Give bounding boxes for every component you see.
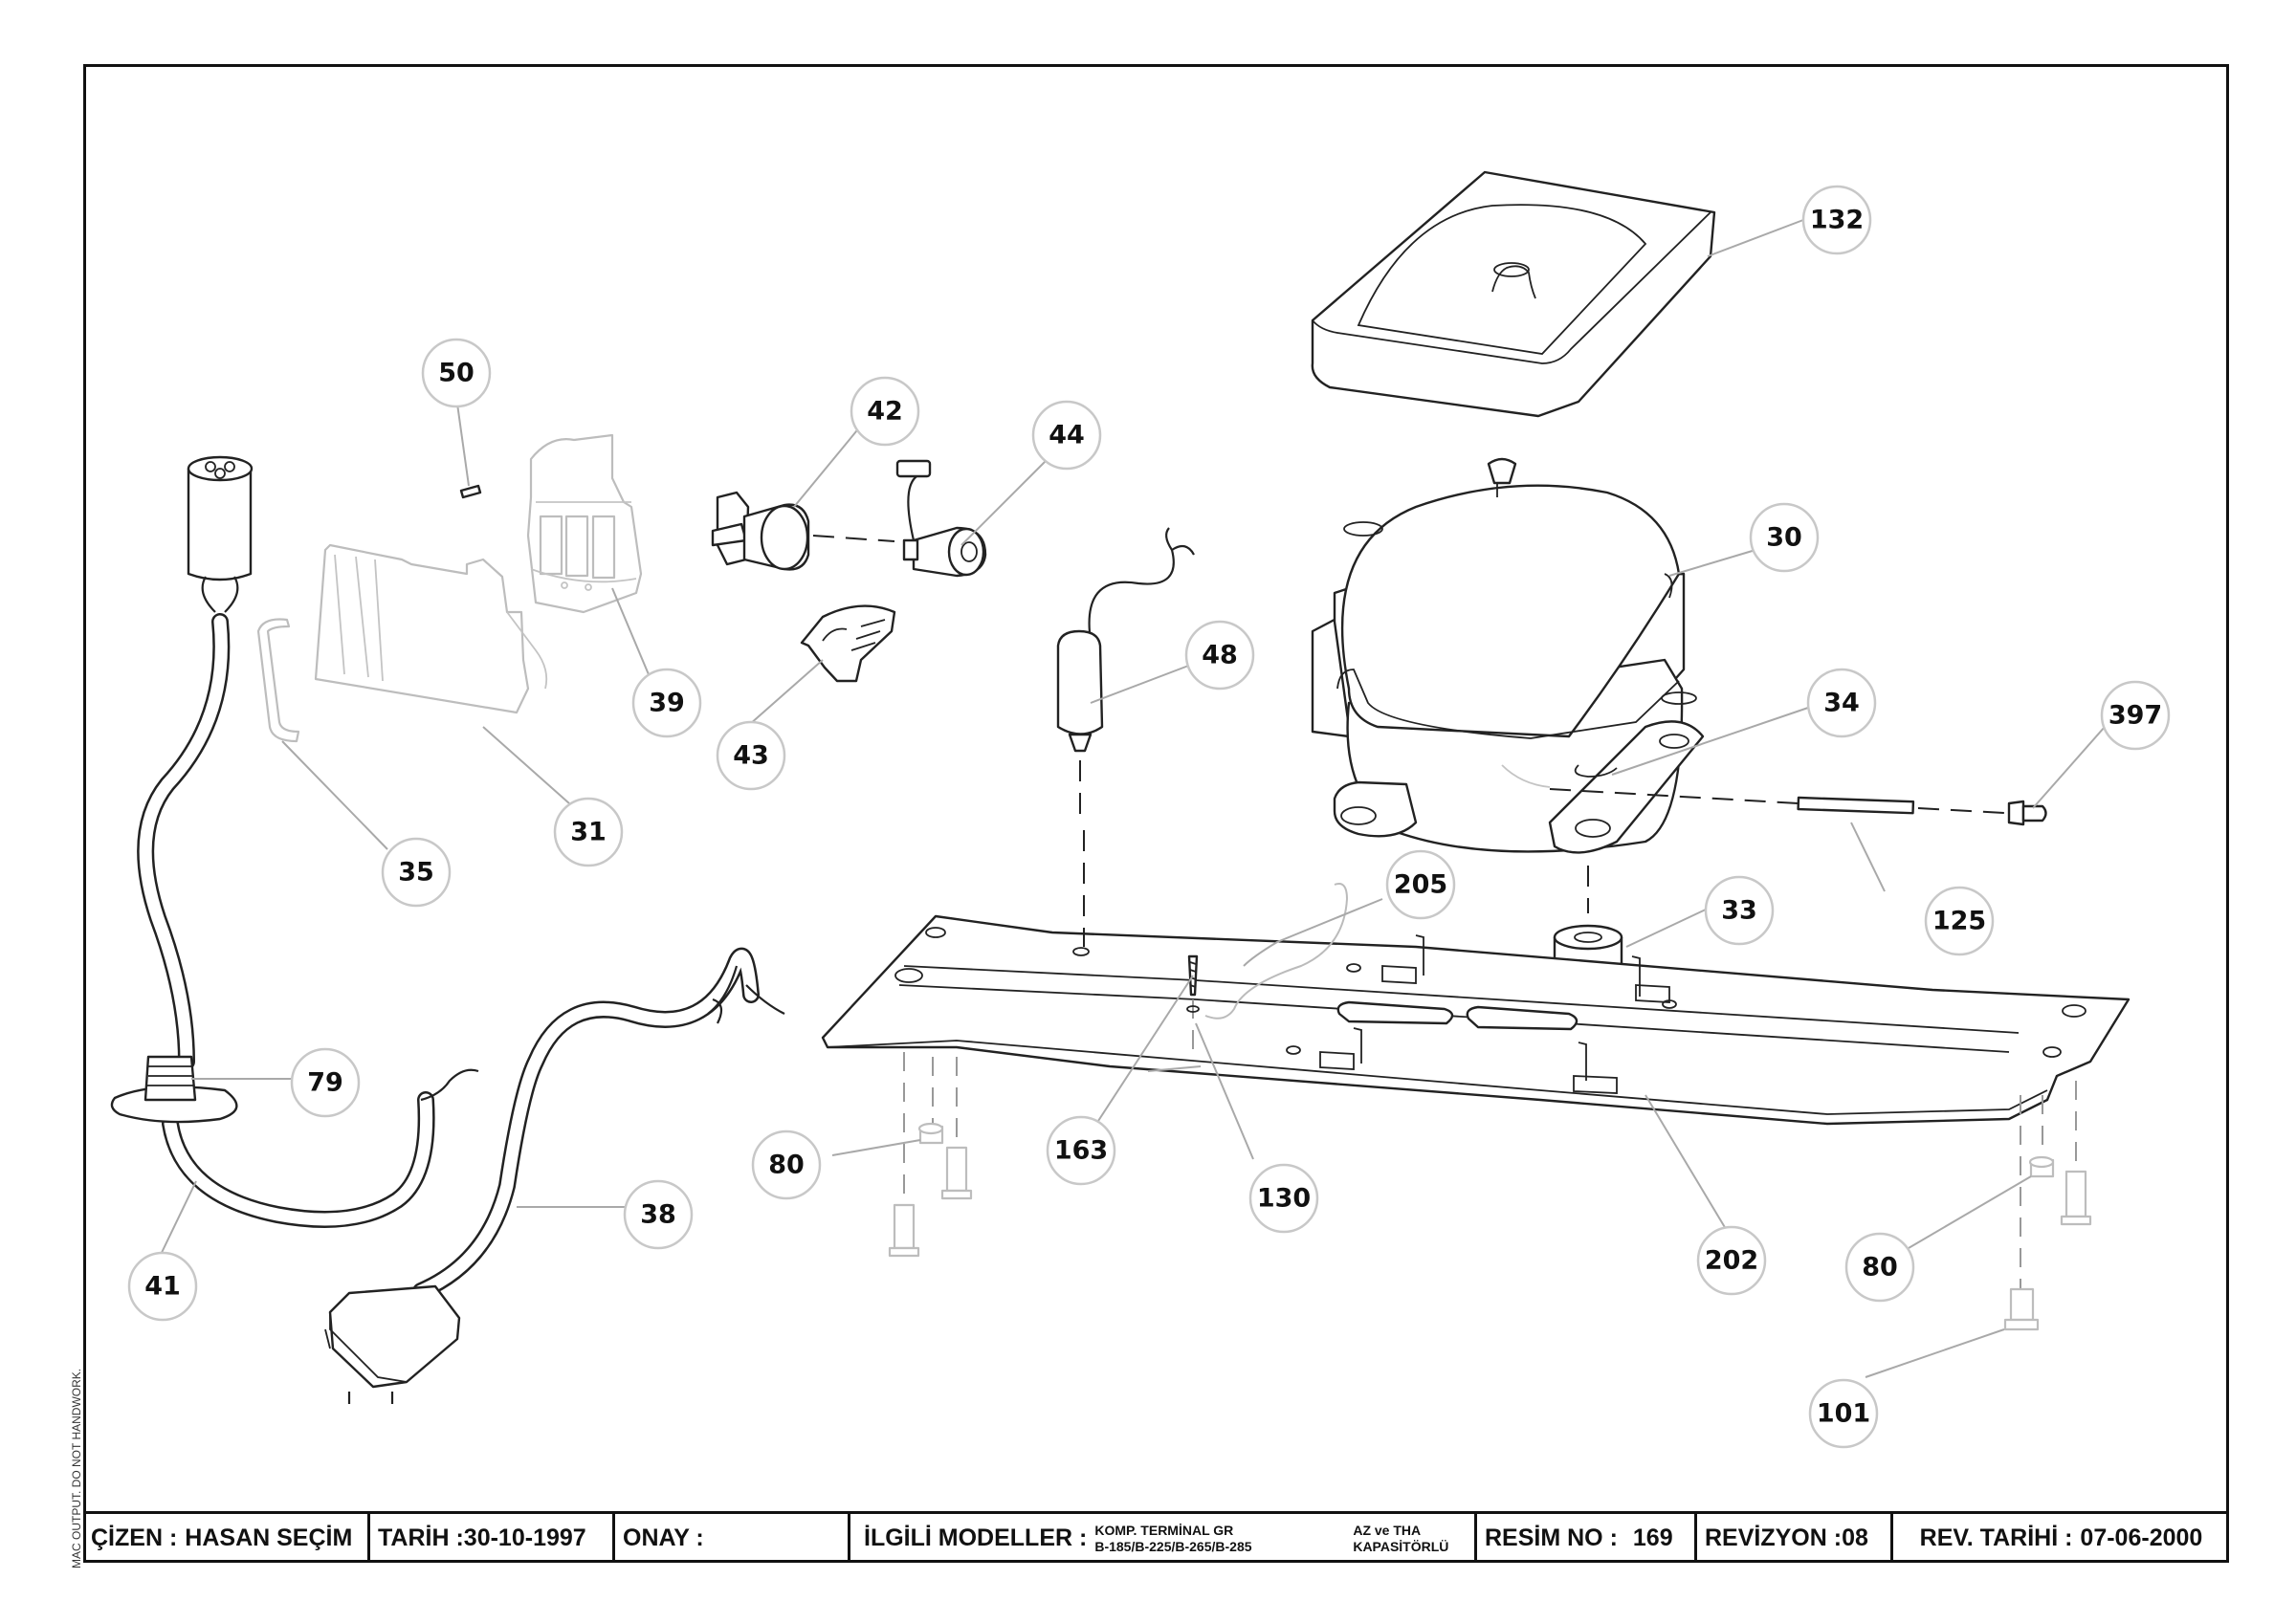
callout-38: 38	[623, 1179, 694, 1250]
part-starter-44	[895, 459, 987, 578]
svg-text:79: 79	[307, 1068, 343, 1098]
svg-text:202: 202	[1705, 1246, 1758, 1276]
part-relay-39	[526, 433, 643, 614]
svg-text:35: 35	[398, 858, 434, 888]
callout-35: 35	[381, 837, 452, 908]
svg-text:80: 80	[1862, 1253, 1898, 1283]
drawing-no-cell: RESİM NO : 169	[1477, 1514, 1697, 1563]
callout-125: 125	[1924, 886, 1995, 956]
callout-397: 397	[2100, 680, 2171, 751]
callout-41: 41	[127, 1251, 198, 1322]
vertical-note: MAC OUTPUT. DO NOT HANDWORK.	[70, 1368, 83, 1568]
callout-42: 42	[850, 376, 920, 447]
part-earth-wire	[1204, 883, 1349, 1020]
part-screw-50	[459, 484, 482, 499]
drawn-by-label: ÇİZEN :	[91, 1524, 178, 1551]
note-line-2: KAPASİTÖRLÜ	[1353, 1538, 1449, 1554]
part-feet-left	[888, 1052, 973, 1258]
revision-value: 08	[1842, 1524, 1868, 1551]
drawing-frame	[83, 64, 2229, 1563]
models-line-1: KOMP. TERMİNAL GR	[1094, 1522, 1234, 1538]
svg-text:38: 38	[640, 1200, 676, 1230]
svg-text:50: 50	[438, 359, 475, 388]
rev-date-value: 07-06-2000	[2080, 1524, 2203, 1551]
svg-text:44: 44	[1049, 421, 1085, 450]
svg-text:34: 34	[1823, 689, 1860, 718]
part-cover-31	[314, 543, 548, 714]
part-power-cable-38	[324, 947, 785, 1404]
part-overload-42	[711, 491, 895, 571]
drawing-no-label: RESİM NO :	[1485, 1524, 1618, 1551]
rev-date-label: REV. TARİHİ :	[1919, 1524, 2073, 1551]
callout-130: 130	[1248, 1163, 1319, 1234]
svg-text:31: 31	[570, 818, 607, 847]
part-top-cover	[1311, 170, 1716, 418]
date-label: TARİH :	[378, 1524, 464, 1551]
revision-cell: REVİZYON : 08	[1697, 1514, 1893, 1563]
callout-132: 132	[1801, 185, 1872, 255]
part-washer-130	[1186, 999, 1200, 1052]
callout-48: 48	[1184, 620, 1255, 691]
callout-50: 50	[421, 338, 492, 408]
svg-text:101: 101	[1817, 1399, 1870, 1429]
callout-80-left: 80	[751, 1130, 822, 1200]
part-base-plate	[821, 830, 2130, 1126]
drawing-no-value: 169	[1632, 1524, 1673, 1551]
svg-text:48: 48	[1202, 641, 1238, 670]
title-block: ÇİZEN : HASAN SEÇİM TARİH : 30-10-1997 O…	[83, 1511, 2229, 1563]
svg-text:80: 80	[768, 1151, 805, 1180]
callout-163: 163	[1046, 1115, 1116, 1186]
svg-text:397: 397	[2108, 701, 2162, 731]
part-pin	[1549, 788, 2005, 815]
drawn-by-value: HASAN SEÇİM	[185, 1524, 353, 1551]
part-compressor	[1311, 457, 1705, 854]
callout-43: 43	[716, 720, 786, 791]
callout-31: 31	[553, 797, 624, 867]
part-clip-35	[256, 618, 300, 743]
note-line-1: AZ ve THA	[1353, 1522, 1422, 1538]
svg-text:42: 42	[867, 397, 903, 427]
drawn-by-cell: ÇİZEN : HASAN SEÇİM	[83, 1514, 370, 1563]
callout-101: 101	[1808, 1378, 1879, 1449]
callout-34: 34	[1806, 668, 1877, 738]
rev-date-cell: REV. TARİHİ : 07-06-2000	[1893, 1514, 2229, 1563]
part-capacitor-top	[187, 455, 254, 613]
models-label: İLGİLİ MODELLER :	[864, 1524, 1088, 1551]
models-cell: İLGİLİ MODELLER : KOMP. TERMİNAL GR B-18…	[850, 1514, 1477, 1563]
svg-text:130: 130	[1257, 1184, 1311, 1214]
part-capacitor-48	[1056, 527, 1195, 822]
callout-79: 79	[290, 1047, 361, 1118]
part-cable-41	[137, 613, 479, 1228]
callout-205: 205	[1385, 849, 1456, 920]
svg-text:39: 39	[649, 689, 685, 718]
callout-30: 30	[1749, 502, 1820, 573]
callout-80-right: 80	[1844, 1232, 1915, 1303]
callout-202: 202	[1696, 1225, 1767, 1296]
models-line-2: B-185/B-225/B-265/B-285	[1094, 1538, 1252, 1554]
part-cap-43	[800, 604, 896, 683]
models-note: AZ ve THA KAPASİTÖRLÜ	[1353, 1523, 1448, 1555]
svg-text:205: 205	[1394, 870, 1447, 900]
svg-text:43: 43	[733, 741, 769, 771]
callout-44: 44	[1031, 400, 1102, 471]
date-value: 30-10-1997	[463, 1524, 586, 1551]
part-small-bolt	[2007, 800, 2047, 826]
svg-text:33: 33	[1721, 896, 1757, 926]
models-list: KOMP. TERMİNAL GR B-185/B-225/B-265/B-28…	[1094, 1523, 1353, 1555]
approval-cell: ONAY :	[615, 1514, 850, 1563]
date-cell: TARİH : 30-10-1997	[370, 1514, 615, 1563]
part-cable-grommet-79	[110, 1055, 238, 1124]
svg-text:41: 41	[144, 1272, 181, 1302]
svg-text:163: 163	[1054, 1136, 1108, 1166]
leader-lines	[157, 219, 2106, 1378]
approval-label: ONAY :	[623, 1524, 704, 1551]
callout-39: 39	[631, 668, 702, 738]
revision-label: REVİZYON :	[1705, 1524, 1843, 1551]
part-feet-right	[2003, 1081, 2092, 1331]
callout-33: 33	[1704, 875, 1775, 946]
svg-text:125: 125	[1932, 907, 1986, 936]
svg-text:30: 30	[1766, 523, 1802, 553]
svg-text:132: 132	[1810, 206, 1864, 235]
